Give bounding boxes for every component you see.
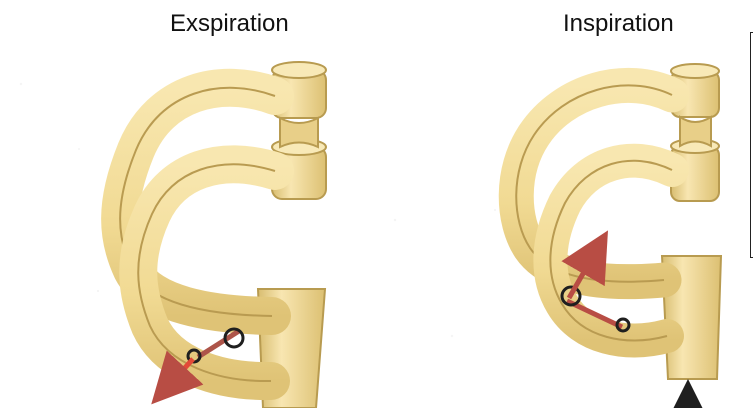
left-exspiration-illustration (120, 62, 326, 408)
left-ribs (120, 88, 275, 381)
right-inspiration-illustration (516, 64, 721, 405)
right-ribs (516, 85, 672, 340)
